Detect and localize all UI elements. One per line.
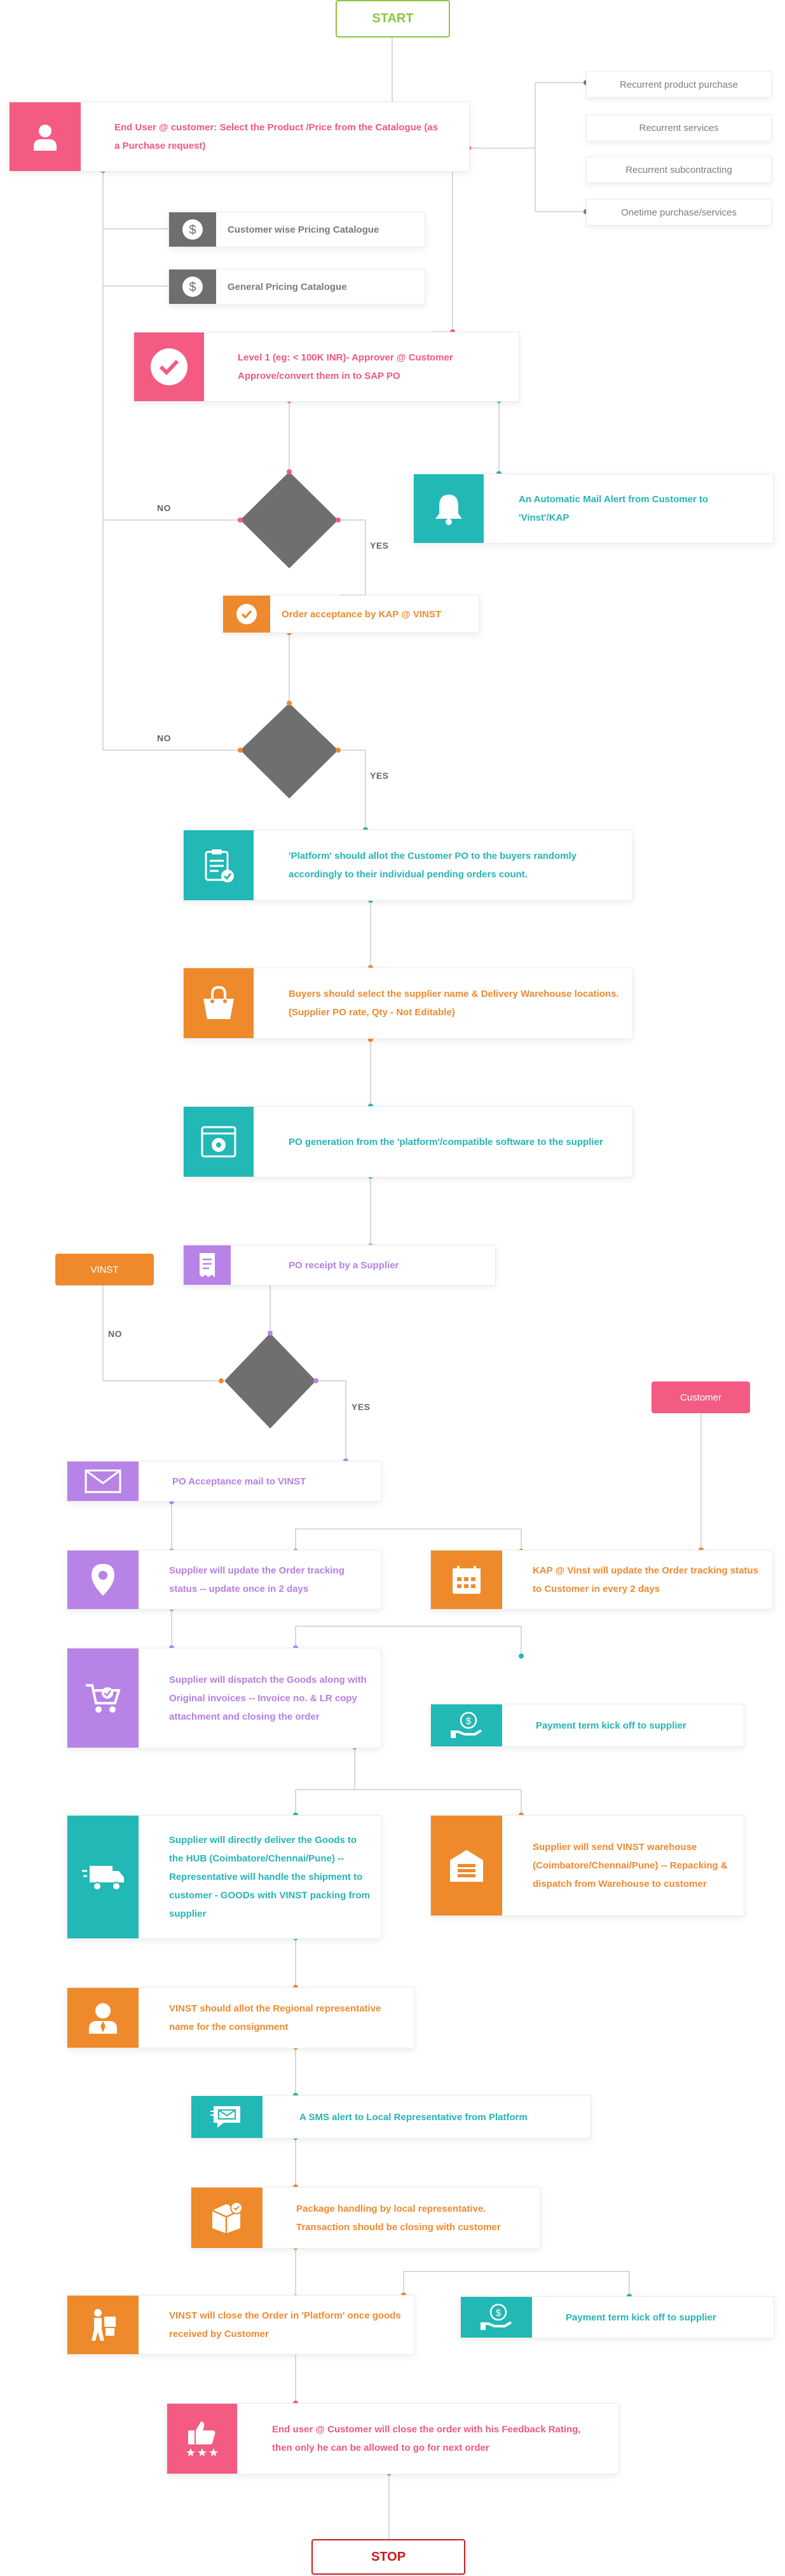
sms-alert-step: A SMS alert to Local Representative from… <box>191 2095 591 2139</box>
customer-pricing-step: $ Customer wise Pricing Catalogue <box>168 212 425 247</box>
vinst-close-step: VINST will close the Order in 'Platform'… <box>67 2295 414 2355</box>
money-hand-icon: $ <box>431 1704 502 1746</box>
bell-icon <box>414 474 484 543</box>
warehouse-send-step: Supplier will send VINST warehouse (Coim… <box>430 1815 744 1916</box>
buyers-select-text: Buyers should select the supplier name &… <box>289 989 619 1018</box>
package-icon <box>191 2188 263 2248</box>
mail-alert-step: An Automatic Mail Alert from Customer to… <box>413 474 774 544</box>
level1-text: Level 1 (eg: < 100K INR)- Approver @ Cus… <box>238 352 453 381</box>
calendar-icon <box>431 1551 502 1609</box>
supplier-dispatch-step: Supplier will dispatch the Goods along w… <box>67 1648 381 1748</box>
stop-node: STOP <box>311 2539 465 2575</box>
platform-allot-text: 'Platform' should allot the Customer PO … <box>289 851 577 880</box>
truck-icon <box>67 1816 139 1938</box>
decision2-no-label: NO <box>157 733 171 743</box>
kap-update-text: KAP @ Vinst will update the Order tracki… <box>533 1565 758 1594</box>
po-accept-mail-text: PO Acceptance mail to VINST <box>172 1476 306 1487</box>
end-user-text: End User @ customer: Select the Product … <box>114 122 438 151</box>
po-receipt-step: PO receipt by a Supplier <box>183 1245 496 1285</box>
decision3-no-label: NO <box>108 1329 122 1339</box>
package-handling-text: Package handling by local representative… <box>296 2203 501 2233</box>
dollar-icon: $ <box>169 270 216 304</box>
warehouse-icon <box>431 1816 502 1915</box>
direct-delivery-step: Supplier will directly deliver the Goods… <box>67 1815 381 1939</box>
thumbs-up-rating-icon <box>167 2404 237 2474</box>
decision3-yes-label: YES <box>352 1402 371 1412</box>
decision1-yes-label: YES <box>370 540 389 551</box>
dollar-icon: $ <box>169 212 216 247</box>
cart-icon <box>67 1648 139 1748</box>
po-generation-step: PO generation from the 'platform'/compat… <box>183 1106 632 1177</box>
representative-icon <box>67 1988 139 2048</box>
option-onetime-purchase: Onetime purchase/services <box>586 199 772 226</box>
option-recurrent-product: Recurrent product purchase <box>586 71 772 98</box>
order-acceptance-text: Order acceptance by KAP @ VINST <box>282 608 442 620</box>
option-recurrent-subcontracting: Recurrent subcontracting <box>586 156 772 183</box>
start-node: START <box>336 0 450 38</box>
po-accept-mail-step: PO Acceptance mail to VINST <box>67 1461 381 1502</box>
payment-kickoff-text-1: Payment term kick off to supplier <box>536 1720 686 1731</box>
payment-kickoff-step-2: $ Payment term kick off to supplier <box>460 2296 774 2338</box>
svg-text:$: $ <box>189 280 196 294</box>
po-receipt-text: PO receipt by a Supplier <box>289 1259 399 1271</box>
decision-diamond-2 <box>240 703 338 798</box>
po-generation-text: PO generation from the 'platform'/compat… <box>289 1136 603 1148</box>
vinst-tag: VINST <box>55 1254 154 1285</box>
package-handling-step: Package handling by local representative… <box>191 2187 540 2249</box>
check-circle-icon <box>223 596 270 633</box>
decision2-yes-label: YES <box>370 771 389 781</box>
sms-icon <box>191 2096 263 2138</box>
general-pricing-text: General Pricing Catalogue <box>228 281 347 292</box>
svg-text:$: $ <box>496 2308 502 2319</box>
order-acceptance-step: Order acceptance by KAP @ VINST <box>222 595 480 633</box>
user-icon <box>10 102 81 171</box>
regional-rep-text: VINST should allot the Regional represen… <box>169 2003 381 2032</box>
svg-text:$: $ <box>189 223 196 237</box>
sms-alert-text: A SMS alert to Local Representative from… <box>299 2111 528 2123</box>
settings-window-icon <box>184 1107 254 1177</box>
bag-icon <box>184 968 254 1038</box>
location-pin-icon <box>67 1551 139 1609</box>
feedback-text: End user @ Customer will close the order… <box>272 2424 581 2453</box>
feedback-step: End user @ Customer will close the order… <box>167 2403 619 2474</box>
vinst-close-text: VINST will close the Order in 'Platform'… <box>169 2310 401 2340</box>
regional-rep-step: VINST should allot the Regional represen… <box>67 1987 414 2048</box>
general-pricing-step: $ General Pricing Catalogue <box>168 269 425 305</box>
buyers-select-step: Buyers should select the supplier name &… <box>183 968 632 1039</box>
customer-tag: Customer <box>652 1381 750 1413</box>
mail-alert-text: An Automatic Mail Alert from Customer to… <box>519 494 709 523</box>
end-user-step: End User @ customer: Select the Product … <box>9 102 470 172</box>
supplier-dispatch-text: Supplier will dispatch the Goods along w… <box>169 1674 367 1722</box>
clipboard-icon <box>184 830 254 900</box>
customer-pricing-text: Customer wise Pricing Catalogue <box>228 224 379 235</box>
warehouse-send-text: Supplier will send VINST warehouse (Coim… <box>533 1842 728 1889</box>
decision-diamond-3 <box>224 1333 316 1428</box>
direct-delivery-text: Supplier will directly deliver the Goods… <box>169 1835 370 1919</box>
receipt-icon <box>184 1245 231 1285</box>
supplier-update-text: Supplier will update the Order tracking … <box>169 1565 345 1594</box>
decision1-no-label: NO <box>157 503 171 513</box>
option-recurrent-services: Recurrent services <box>586 114 772 141</box>
svg-text:$: $ <box>466 1716 472 1727</box>
platform-allot-step: 'Platform' should allot the Customer PO … <box>183 830 632 901</box>
check-circle-icon <box>134 332 204 401</box>
mail-icon <box>67 1462 139 1501</box>
payment-kickoff-text-2: Payment term kick off to supplier <box>566 2312 716 2323</box>
payment-kickoff-step-1: $ Payment term kick off to supplier <box>430 1704 744 1747</box>
supplier-update-step: Supplier will update the Order tracking … <box>67 1550 381 1610</box>
money-hand-icon: $ <box>461 2297 532 2338</box>
delivery-person-icon <box>67 2296 139 2354</box>
level1-approver-step: Level 1 (eg: < 100K INR)- Approver @ Cus… <box>133 332 519 402</box>
kap-update-step: KAP @ Vinst will update the Order tracki… <box>430 1550 773 1610</box>
decision-diamond-1 <box>240 472 338 568</box>
